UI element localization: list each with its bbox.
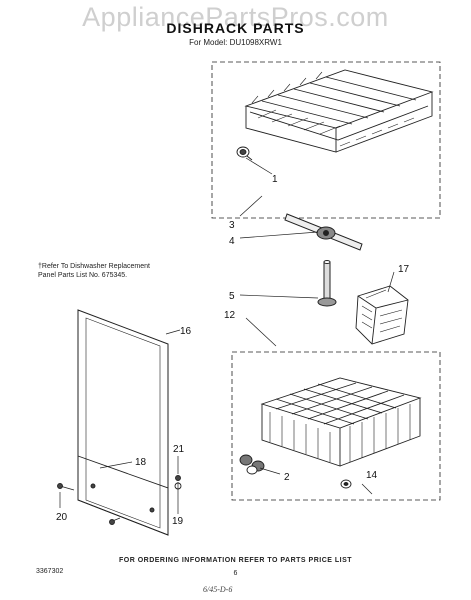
lower-rack-frame	[231, 351, 441, 501]
note-line-2: Panel Parts List No. 675345.	[38, 272, 128, 279]
ordering-footer: FOR ORDERING INFORMATION REFER TO PARTS …	[118, 557, 353, 564]
rack-roller	[340, 479, 352, 489]
reference-note: †Refer To Dishwasher Replacement Panel P…	[38, 262, 150, 280]
spray-arm-drawing	[284, 213, 363, 251]
callout-21: 21	[173, 444, 185, 455]
callout-12: 12	[224, 310, 236, 321]
callout-19: 19	[172, 516, 184, 527]
spray-tube-drawing	[317, 260, 337, 307]
rack-stop-clip	[236, 146, 253, 161]
watermark: AppliancePartsPros.com	[82, 2, 389, 32]
callout-4: 4	[229, 236, 235, 247]
callout-2: 2	[284, 472, 290, 483]
model-line: For Model: DU1098XRW1	[189, 38, 282, 47]
callout-5: 5	[229, 291, 235, 302]
callout-14: 14	[366, 470, 378, 481]
page-number: 6	[233, 570, 238, 577]
callout-20: 20	[56, 512, 68, 523]
callout-1: 1	[272, 174, 278, 185]
note-line-1: †Refer To Dishwasher Replacement	[38, 263, 150, 270]
document-number: 3367302	[36, 568, 64, 575]
leader-lines	[59, 157, 395, 514]
silverware-basket-drawing	[355, 285, 409, 345]
rack-wheel-assembly	[239, 454, 265, 475]
callout-3: 3	[229, 220, 235, 231]
callout-17: 17	[398, 264, 410, 275]
door-panel-drawing	[77, 309, 169, 536]
callout-16: 16	[180, 326, 192, 337]
upper-rack-frame	[211, 61, 441, 219]
page-title: DISHRACK PARTS	[166, 20, 305, 36]
lower-rack-drawing	[260, 377, 422, 467]
handwritten-mark: 6/45-D-6	[203, 585, 233, 594]
upper-rack-drawing	[244, 69, 434, 153]
callout-18: 18	[135, 457, 147, 468]
